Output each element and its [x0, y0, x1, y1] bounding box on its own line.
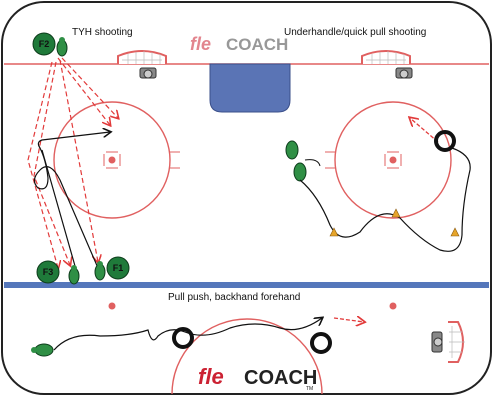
- player-icon: [56, 37, 68, 57]
- goalie-icon: [139, 67, 157, 79]
- skate-route: [33, 132, 110, 269]
- faceoff-dot-icon: [389, 156, 397, 164]
- cone-icon: [329, 208, 460, 237]
- player-icon: [68, 265, 80, 285]
- player-f2: F2: [32, 32, 56, 56]
- tire-icon: [172, 327, 194, 349]
- player-f1: F1: [106, 256, 130, 280]
- right-drill-title: Underhandle/quick pull shooting: [284, 27, 426, 38]
- svg-text:fle: fle: [190, 34, 211, 54]
- center-circle-arc: [171, 318, 323, 395]
- pass-lanes: [27, 57, 118, 268]
- svg-text:F2: F2: [39, 39, 50, 49]
- faceoff-dot-icon: [108, 302, 116, 310]
- svg-text:F3: F3: [43, 267, 54, 277]
- skate-route: [304, 159, 321, 167]
- shot-arrow: [410, 118, 439, 143]
- player-f3: F3: [36, 260, 60, 284]
- bottom-drill-title: Pull push, backhand forehand: [168, 292, 300, 303]
- svg-text:COACH: COACH: [244, 367, 317, 389]
- tire-icon: [310, 332, 332, 354]
- faceoff-dot-icon: [389, 302, 397, 310]
- skate-route: [299, 147, 471, 252]
- player-icon: [285, 140, 307, 182]
- goal-crease: [209, 63, 291, 113]
- goalie-icon: [395, 67, 413, 79]
- svg-text:fle: fle: [198, 364, 224, 389]
- player-icon: [94, 261, 106, 281]
- blue-line: [4, 282, 489, 288]
- goalie-icon: [431, 331, 443, 353]
- svg-text:COACH: COACH: [226, 35, 288, 54]
- flexcoach-logo-bottom: fle COACH TM: [198, 364, 317, 392]
- shot-arrow: [333, 318, 364, 322]
- left-drill-title: TYH shooting: [72, 27, 133, 38]
- tire-icon: [434, 130, 456, 152]
- goal-net-icon: [361, 50, 411, 64]
- svg-text:TM: TM: [306, 386, 313, 392]
- skate-route: [53, 318, 322, 351]
- left-faceoff-circle: [53, 101, 180, 219]
- player-icon: [31, 343, 54, 357]
- faceoff-dot-icon: [108, 156, 116, 164]
- svg-text:F1: F1: [113, 263, 124, 273]
- right-faceoff-circle: [325, 101, 452, 219]
- goal-net-icon: [117, 50, 167, 64]
- flexcoach-logo-top: fle COACH: [190, 34, 288, 54]
- skate-route: [41, 149, 76, 267]
- goal-net-icon: [448, 321, 465, 363]
